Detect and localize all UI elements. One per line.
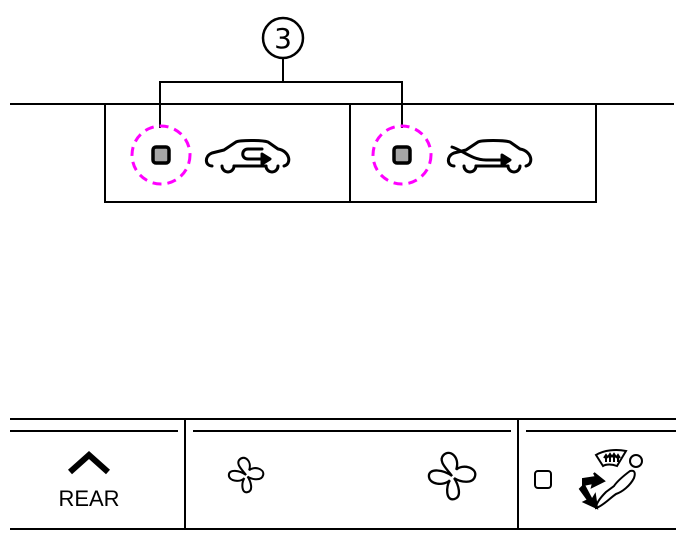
led-indicator (151, 145, 171, 165)
chevron-up-icon (67, 450, 111, 475)
defrost-floor-airflow-icon (578, 449, 643, 510)
upper-panel (10, 103, 674, 203)
car-outside-air-icon (446, 139, 533, 174)
led-indicator-off (534, 470, 552, 489)
car-recirculation-icon (204, 139, 291, 174)
led-indicator (392, 145, 412, 165)
outside-air-button[interactable] (371, 124, 533, 186)
fan-high-icon (427, 451, 477, 501)
callout-number: 3 (274, 22, 292, 55)
callout: 3 (159, 16, 403, 128)
fan-speed-control[interactable] (227, 451, 477, 501)
highlight-circle (130, 124, 192, 186)
recirculation-button[interactable] (130, 124, 291, 186)
highlight-circle (371, 124, 433, 186)
fan-low-icon (227, 456, 265, 494)
lower-panel (10, 418, 676, 530)
rear-label: REAR (58, 486, 119, 511)
rear-button[interactable]: REAR (58, 450, 120, 511)
defrost-floor-button[interactable] (534, 449, 643, 510)
